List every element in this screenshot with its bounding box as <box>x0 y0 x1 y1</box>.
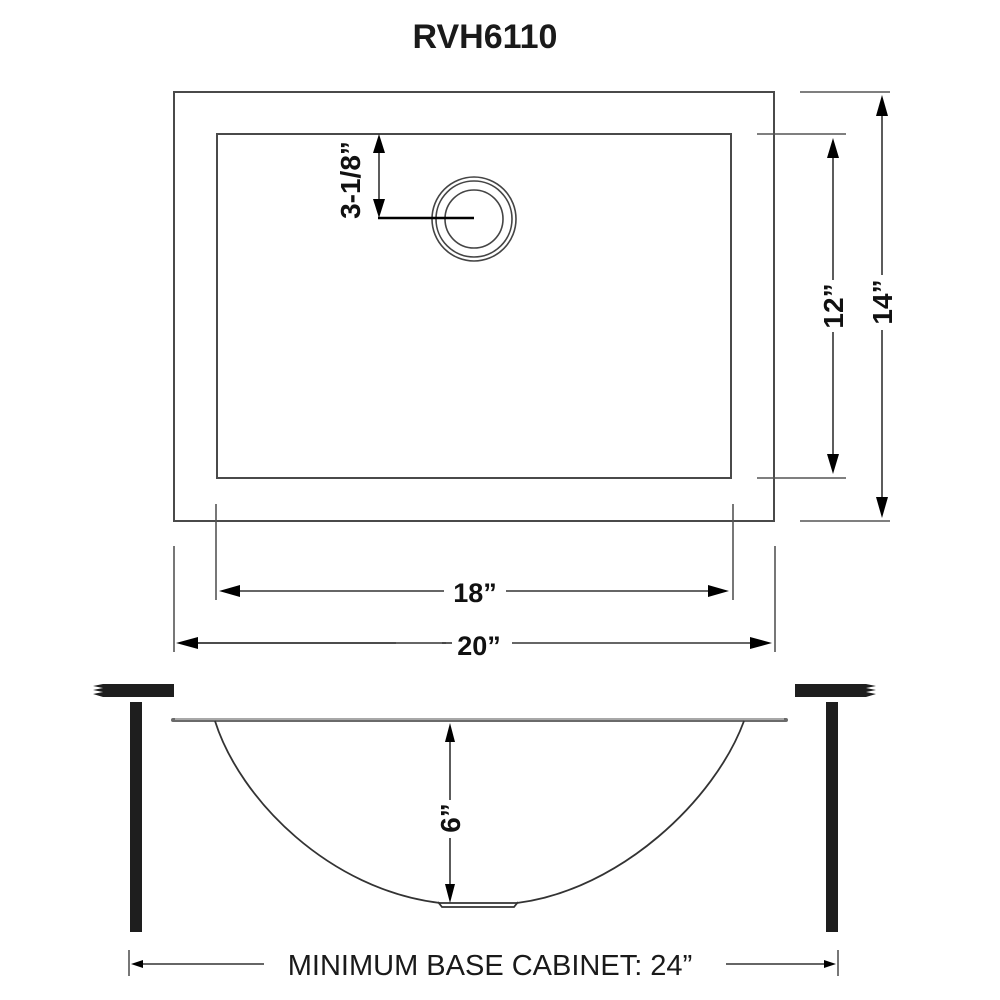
arrow-down-icon <box>373 199 385 218</box>
drain-offset-label: 3-1/8” <box>335 141 366 219</box>
outer-width-dimension: 20” <box>176 631 772 661</box>
arrow-left-icon <box>219 585 240 597</box>
arrow-up-icon <box>827 138 839 158</box>
drain-offset-dimension: 3-1/8” <box>335 134 474 220</box>
cabinet-label: MINIMUM BASE CABINET: 24” <box>288 950 692 982</box>
top-view: 3-1/8” 12” 14” <box>173 91 898 661</box>
cabinet-wall-right <box>826 702 838 932</box>
outer-depth-label: 14” <box>867 279 898 324</box>
inner-width-label: 18” <box>453 578 497 608</box>
arrow-up-icon <box>373 134 385 153</box>
arrow-left-icon <box>131 960 143 968</box>
arrow-left-icon <box>176 637 198 649</box>
cabinet-wall-left <box>130 702 142 932</box>
outer-width-label: 20” <box>457 631 501 661</box>
countertop-left-icon <box>93 684 174 697</box>
arrow-down-icon <box>876 497 888 518</box>
bowl-depth-label: 6” <box>435 803 466 833</box>
arrow-right-icon <box>824 960 836 968</box>
drain-flange <box>437 901 519 908</box>
inner-width-dimension: 18” <box>219 578 729 608</box>
outer-depth-dimension: 14” <box>867 95 898 518</box>
arrow-down-icon <box>445 884 455 903</box>
inner-bowl-outline <box>216 133 732 479</box>
model-title: RVH6110 <box>413 18 558 56</box>
sink-bowl-profile <box>214 720 745 904</box>
bowl-depth-dimension: 6” <box>435 723 466 903</box>
cabinet-width-dimension: MINIMUM BASE CABINET: 24” <box>128 950 839 982</box>
inner-depth-label: 12” <box>818 283 849 328</box>
arrow-down-icon <box>827 454 839 474</box>
arrow-right-icon <box>750 637 772 649</box>
arrow-up-icon <box>876 95 888 116</box>
inner-depth-dimension: 12” <box>818 138 849 474</box>
side-view: 6” MINIMUM BASE CABINET: 24” <box>93 684 876 982</box>
arrow-up-icon <box>445 723 455 742</box>
countertop-right-icon <box>795 684 876 697</box>
arrow-right-icon <box>708 585 729 597</box>
outer-flange-outline <box>173 91 775 522</box>
